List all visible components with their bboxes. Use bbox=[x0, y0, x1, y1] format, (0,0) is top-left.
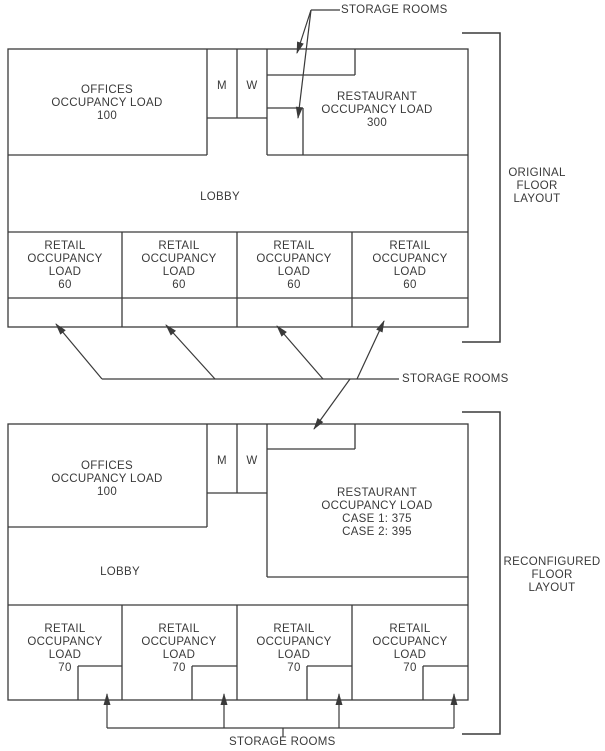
reconfigured-lobby-label: LOBBY bbox=[100, 566, 140, 578]
reconfigured-restaurant-label: RESTAURANT OCCUPANCY LOAD CASE 1: 375 CA… bbox=[321, 487, 433, 538]
reconfigured-layout-title: RECONFIGURED FLOOR LAYOUT bbox=[503, 556, 601, 594]
original-offices-label: OFFICES OCCUPANCY LOAD 100 bbox=[51, 84, 163, 122]
original-bracket bbox=[462, 32, 501, 343]
storage-rooms-label-top: STORAGE ROOMS bbox=[341, 4, 448, 16]
reconfigured-offices-label: OFFICES OCCUPANCY LOAD 100 bbox=[51, 460, 163, 498]
original-mens-restroom-label: M bbox=[217, 80, 227, 92]
original-lobby-label: LOBBY bbox=[200, 191, 240, 203]
leader-arrow bbox=[356, 320, 385, 380]
top-storage-leader-arrows bbox=[295, 9, 340, 119]
original-layout-title: ORIGINAL FLOOR LAYOUT bbox=[508, 167, 566, 205]
original-restaurant-label: RESTAURANT OCCUPANCY LOAD 300 bbox=[321, 91, 433, 129]
storage-rooms-label-middle: STORAGE ROOMS bbox=[402, 373, 509, 385]
original-outer-wall bbox=[7, 48, 469, 328]
original-retail-4-label: RETAIL OCCUPANCY LOAD 60 bbox=[372, 240, 448, 291]
original-retail-2-label: RETAIL OCCUPANCY LOAD 60 bbox=[141, 240, 217, 291]
reconfigured-retail-2-label: RETAIL OCCUPANCY LOAD 70 bbox=[141, 623, 217, 674]
reconfigured-mens-restroom-label: M bbox=[217, 455, 227, 467]
reconfigured-outer-wall bbox=[7, 423, 469, 701]
leader-arrow bbox=[296, 9, 312, 54]
bottom-storage-leader-arrows bbox=[103, 693, 458, 737]
leader-arrow bbox=[313, 378, 351, 430]
leader-arrow bbox=[165, 324, 216, 380]
reconfigured-retail-3-label: RETAIL OCCUPANCY LOAD 70 bbox=[256, 623, 332, 674]
leader-arrow bbox=[295, 9, 312, 119]
original-womens-restroom-label: W bbox=[246, 80, 258, 92]
original-retail-3-label: RETAIL OCCUPANCY LOAD 60 bbox=[256, 240, 332, 291]
reconfigured-layout-walls bbox=[7, 423, 469, 701]
original-layout-walls bbox=[7, 48, 469, 328]
reconfigured-bracket bbox=[462, 411, 501, 735]
original-retail-1-label: RETAIL OCCUPANCY LOAD 60 bbox=[27, 240, 103, 291]
storage-rooms-label-bottom: STORAGE ROOMS bbox=[229, 736, 336, 748]
reconfigured-retail-1-label: RETAIL OCCUPANCY LOAD 70 bbox=[27, 623, 103, 674]
reconfigured-womens-restroom-label: W bbox=[246, 455, 258, 467]
leader-arrow bbox=[55, 323, 103, 380]
middle-storage-leader-arrows bbox=[55, 320, 399, 430]
leader-arrow bbox=[276, 325, 324, 380]
reconfigured-retail-4-label: RETAIL OCCUPANCY LOAD 70 bbox=[372, 623, 448, 674]
